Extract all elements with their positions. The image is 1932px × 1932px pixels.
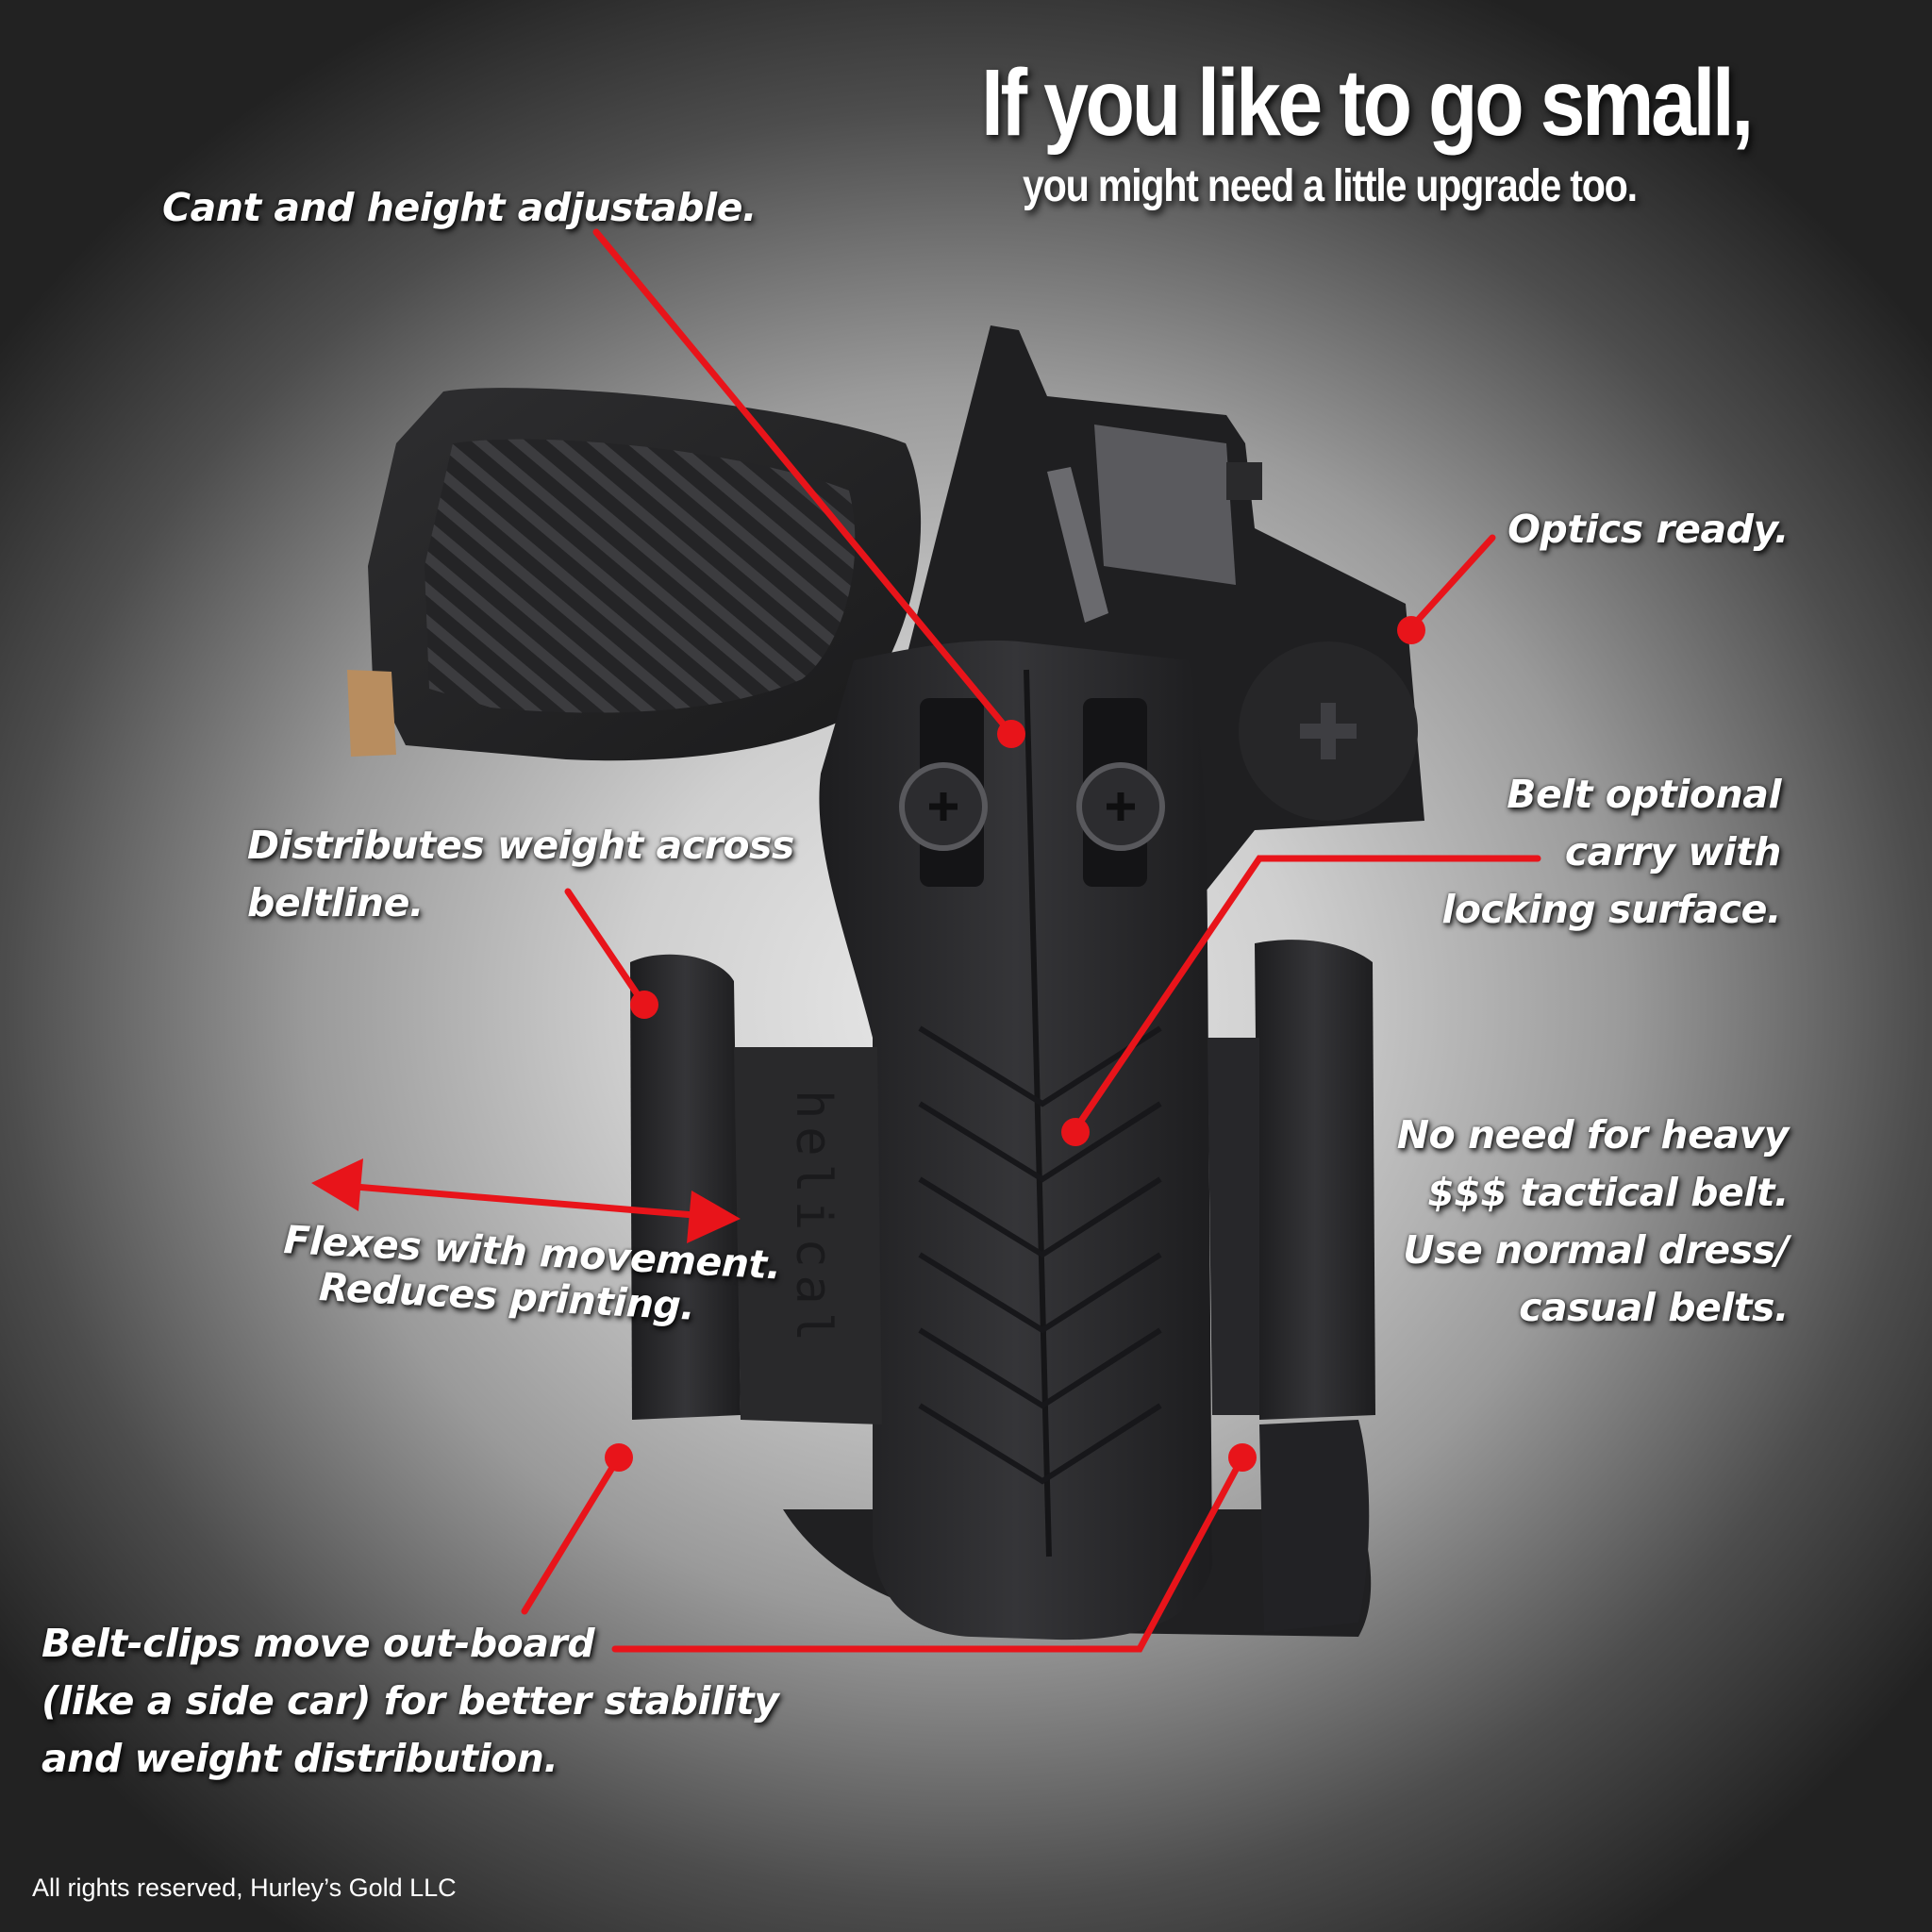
belt-clip-right-callout-line [611,1454,1246,1653]
cant-callout-dot [997,720,1025,748]
slide-release [1047,467,1108,623]
callout-lines [328,228,1541,1653]
belt-optional-callout-dot [1061,1118,1090,1146]
callout-endpoints [311,616,1425,1472]
distributes-callout-line [564,888,648,1008]
left-loop-inner [734,1047,882,1424]
headline-title: If you like to go small, [981,50,1754,156]
chevron-pattern [918,1025,1162,1485]
optics-callout-line [1407,534,1496,631]
magazine-baseplate [347,670,396,757]
distributes-callout-dot [630,991,658,1019]
rear-sight [1226,462,1262,500]
callout-optics-ready: Optics ready. [1507,507,1789,552]
right-retention-plate [1259,1420,1370,1632]
grip-texture [425,439,856,713]
optic-plus-icon [1300,703,1357,759]
holster-shell [819,641,1212,1641]
belt-clip-right-callout-dot [1228,1443,1257,1472]
belt-optional-callout-line [1072,855,1541,1133]
holster [630,641,1375,1641]
belt-clip-left [630,954,741,1420]
belt-clip-left-callout-dot [605,1443,633,1472]
copyright-notice: All rights reserved, Hurley’s Gold LLC [32,1874,457,1902]
callout-belt-optional: Belt optional carry with locking surface… [1441,772,1781,932]
holster-brand-mark: helical [785,1090,841,1349]
holster-center-seam [1024,669,1052,1557]
slide-serrations [1094,425,1236,585]
headline-subtitle: you might need a little upgrade too. [1023,161,1638,211]
callout-distributes-weight: Distributes weight across beltline. [247,823,794,925]
screw-left-slot-icon [929,792,958,821]
callout-no-need-belt: No need for heavy $$$ tactical belt. Use… [1396,1112,1790,1330]
callout-belt-clips: Belt-clips move out-board (like a side c… [42,1621,779,1781]
optics-callout-dot [1397,616,1425,644]
right-loop-inner [1208,1038,1259,1415]
flexes-arrow-right-head-icon [687,1191,741,1243]
callout-cant-height: Cant and height adjustable. [162,185,757,230]
belt-clip-right [1255,940,1375,1420]
screw-right-slot-icon [1107,792,1135,821]
cant-callout-line [592,228,1015,738]
belt-clip-left-callout-line [521,1455,622,1615]
flexes-arrow-line [328,1181,721,1221]
flexes-arrow-left-head-icon [311,1158,363,1211]
